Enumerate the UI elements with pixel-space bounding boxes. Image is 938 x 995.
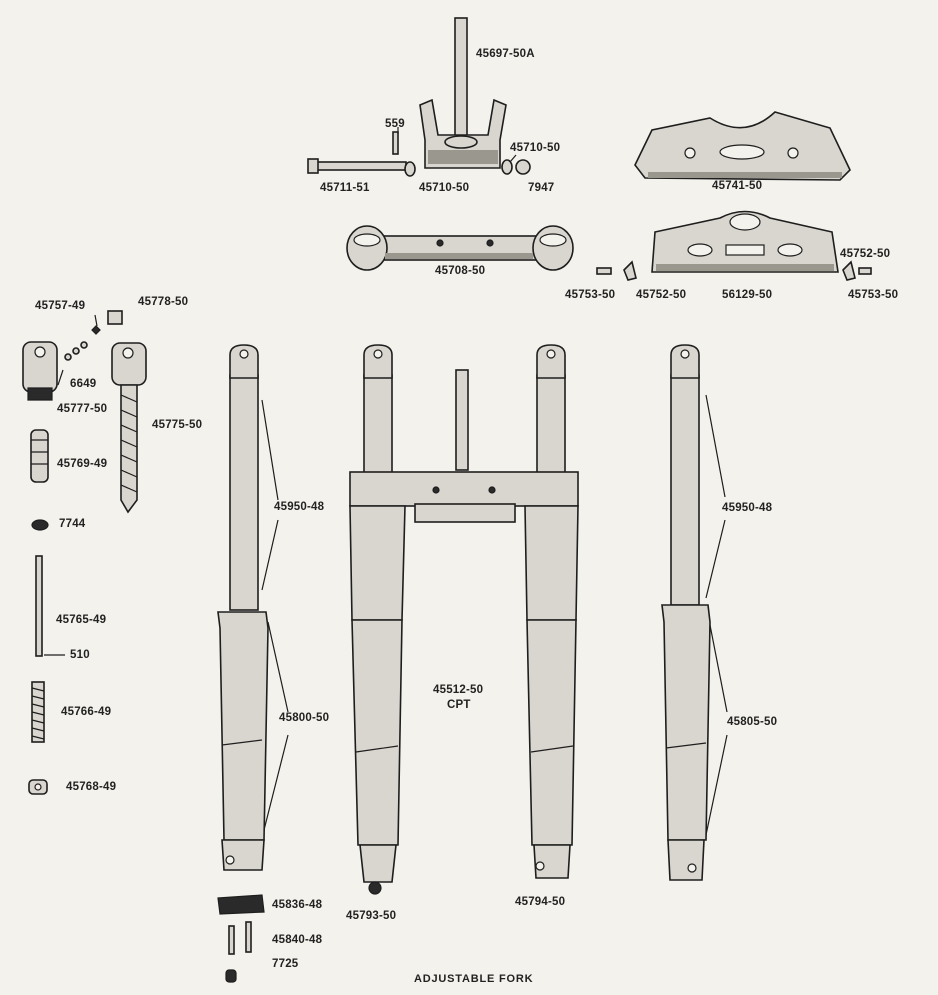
part-label-45757-49: 45757-49 [35, 300, 86, 312]
part-label-45800-50: 45800-50 [279, 712, 330, 724]
part-label-510: 510 [70, 649, 90, 661]
part-label-7725: 7725 [272, 958, 299, 970]
part-label-45840-48: 45840-48 [272, 934, 323, 946]
fork-top-cover [634, 111, 851, 181]
part-label-45512-50: 45512-50 [433, 684, 484, 696]
part-label-45765-49: 45765-49 [56, 614, 107, 626]
left-fork-leg [217, 344, 269, 871]
part-label-56129-50: 56129-50 [722, 289, 773, 301]
part-label-45766-49: 45766-49 [61, 706, 112, 718]
part-label-45769-49: 45769-49 [57, 458, 108, 470]
part-label-45768-49: 45768-49 [66, 781, 117, 793]
part-label-45752-50-a: 45752-50 [840, 248, 891, 260]
fork-assembly-cpt [349, 344, 579, 895]
part-label-559: 559 [385, 118, 405, 130]
part-label-45741-50: 45741-50 [712, 180, 763, 192]
pinch-bolt [307, 131, 531, 177]
damper-parts [22, 310, 147, 795]
part-label-7744: 7744 [59, 518, 86, 530]
diagram-title: ADJUSTABLE FORK [414, 973, 534, 985]
part-label-45794-50: 45794-50 [515, 896, 566, 908]
fork-stem-bracket [419, 17, 507, 169]
fork-lower-bracket [346, 225, 574, 271]
part-label-45711-51: 45711-51 [320, 182, 370, 194]
part-label-6649: 6649 [70, 378, 97, 390]
part-label-45950-48-left: 45950-48 [274, 501, 325, 513]
part-label-7947: 7947 [528, 182, 555, 194]
part-label-45836-48: 45836-48 [272, 899, 323, 911]
part-label-45753-50-a: 45753-50 [565, 289, 616, 301]
part-label-45710-50-b: 45710-50 [419, 182, 470, 194]
part-label-45778-50: 45778-50 [138, 296, 189, 308]
part-label-45775-50: 45775-50 [152, 419, 203, 431]
part-label-45752-50-b: 45752-50 [636, 289, 687, 301]
leader-lines [44, 127, 728, 836]
part-label-45710-50-a: 45710-50 [510, 142, 561, 154]
part-label-45950-48-right: 45950-48 [722, 502, 773, 514]
part-label-45753-50-b: 45753-50 [848, 289, 899, 301]
part-label-cpt: CPT [447, 699, 471, 711]
right-fork-leg [661, 344, 711, 881]
axle-clamp-parts [217, 894, 265, 983]
part-label-45805-50: 45805-50 [727, 716, 778, 728]
fork-panel [596, 210, 872, 281]
part-label-45793-50: 45793-50 [346, 910, 397, 922]
part-label-45708-50: 45708-50 [435, 265, 486, 277]
part-label-45777-50: 45777-50 [57, 403, 108, 415]
part-label-45697-50a: 45697-50A [476, 48, 535, 60]
